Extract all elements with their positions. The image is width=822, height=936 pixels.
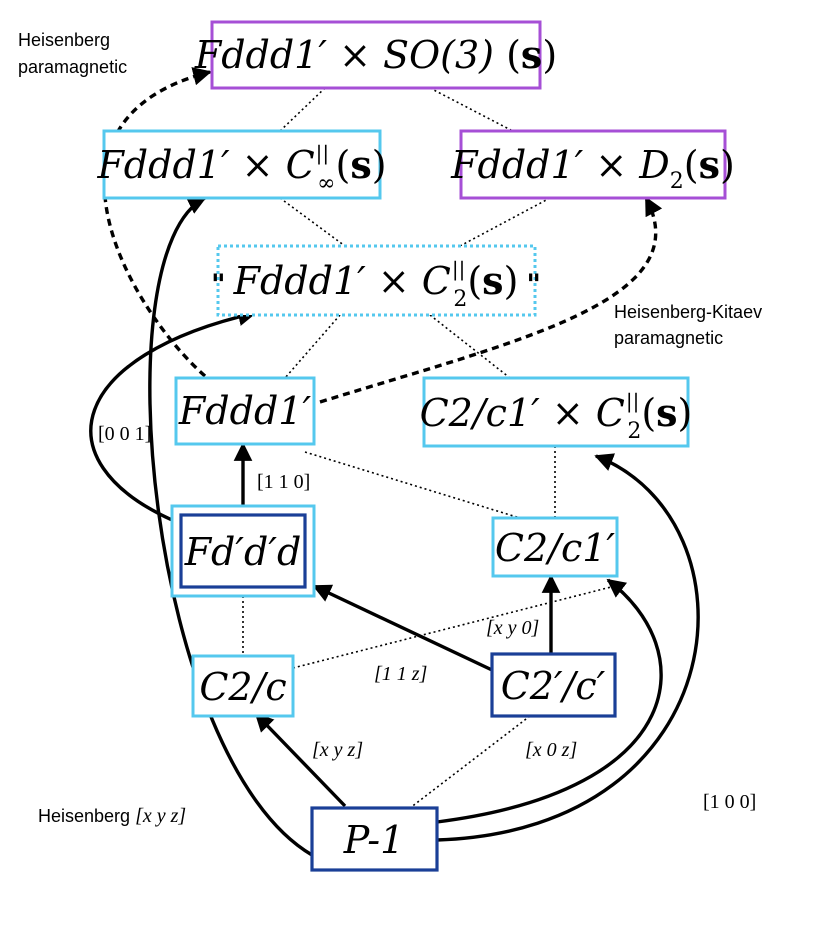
box-fddd [174,376,316,446]
solid-arrows [89,196,700,857]
label-heisenberg-paramagnetic-line1: Heisenberg [18,30,110,50]
arrow-c2pc-to-fdd [312,584,493,672]
node-c2quoted: "Fddd1′ × C||2(s)" [211,257,541,312]
node-c2c1: C2/c1′ [495,526,616,570]
box-cinf [102,129,382,200]
box-fdd-inner [179,513,307,589]
box-c2c1 [491,516,619,578]
link-cinf-c2quoted [279,197,346,247]
arrow-fdd-to-c2quoted [89,307,257,522]
label-heisenberg-paramagnetic-line2: paramagnetic [18,57,127,77]
arrow-p1-to-c2c1 [436,578,663,824]
link-c2c-c2c1 [292,585,616,669]
link-so3-d2 [429,87,531,141]
link-d2-c2quoted [459,197,551,247]
label-direction-11z: [1 1 z] [374,663,427,685]
link-c2quoted-fddd [284,314,341,379]
node-c2c1c2: C2/c1′ × C||2(s) [420,389,693,444]
annotations: Heisenberg paramagnetic Heisenberg-Kitae… [18,30,762,827]
box-so3 [210,20,542,90]
link-fddd-c2c1 [304,451,521,519]
dashed-fddd-to-d2 [319,196,663,404]
dashed-arrows [102,67,663,404]
label-heisenberg-kitaev-line2: paramagnetic [614,328,723,348]
link-c2quoted-c2c1c2 [429,314,511,379]
node-d2: Fddd1′ × D2(s) [450,142,735,194]
box-p1 [310,806,439,872]
dotted-links [242,87,616,809]
node-fddd: Fddd1′ [178,389,312,433]
arrow-p1-to-c2c [254,712,347,808]
box-c2c1c2 [422,376,690,448]
label-direction-x0z: [x 0 z] [525,739,577,761]
link-so3-cinf [279,87,326,132]
label-heisenberg-xyz: Heisenberg [x y z] [38,805,186,827]
box-c2c [191,654,295,718]
arrow-p1-to-c2c1c2 [436,453,700,842]
box-c2quoted [216,244,537,317]
node-c2c: C2/c [199,665,286,709]
label-direction-xy0: [x y 0] [486,617,539,639]
node-p1: P-1 [343,818,405,862]
node-texts: Fddd1′ × SO(3) (s) Fddd1′ × C||∞(s) Fddd… [96,32,734,862]
node-so3: Fddd1′ × SO(3) (s) [194,32,557,77]
link-c2pc-p1 [409,715,531,809]
label-direction-xyz: [x y z] [312,739,363,761]
label-direction-100: [1 0 0] [703,791,756,813]
arrow-p1-to-cinf [148,196,313,857]
box-d2 [459,129,727,200]
label-direction-110: [1 1 0] [257,471,310,493]
label-heisenberg-kitaev-line1: Heisenberg-Kitaev [614,302,762,322]
label-direction-001: [0 0 1] [98,423,151,445]
node-boxes [102,20,727,872]
box-c2pc [490,652,617,718]
node-cinf: Fddd1′ × C||∞(s) [96,141,386,196]
node-c2pc: C2′/c′ [501,664,606,708]
node-fdd: Fd′d′d [184,530,302,574]
